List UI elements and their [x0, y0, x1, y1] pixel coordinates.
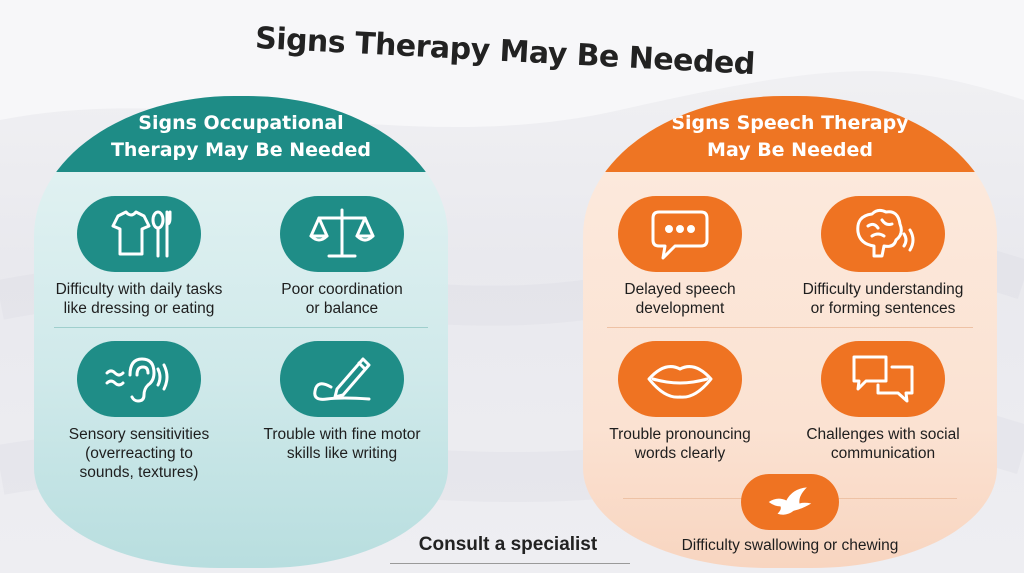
st-item-label: Delayed speech development — [624, 281, 736, 317]
occupational-header: Signs Occupational Therapy May Be Needed — [34, 96, 448, 172]
speech-header: Signs Speech Therapy May Be Needed — [583, 96, 997, 172]
consult-underline — [390, 563, 630, 564]
ot-item-sensory: Sensory sensitivities (overreacting to s… — [39, 341, 239, 482]
occupational-header-line1: Signs Occupational — [138, 112, 344, 134]
st-item-social: Challenges with social communication — [783, 341, 983, 463]
scale-icon — [280, 196, 404, 272]
st-item-understanding: Difficulty understanding or forming sent… — [783, 196, 983, 318]
ot-item-label: Trouble with fine motor skills like writ… — [263, 426, 421, 462]
st-item-pronouncing: Trouble pronouncing words clearly — [583, 341, 780, 463]
ot-item-coordination: Poor coordination or balance — [242, 196, 442, 318]
st-item-label: Difficulty swallowing or chewing — [681, 537, 899, 554]
speech-header-line2: May Be Needed — [707, 139, 873, 161]
pencil-icon — [280, 341, 404, 417]
speech-header-line1: Signs Speech Therapy — [671, 112, 909, 134]
bird-icon — [741, 474, 839, 530]
brain-icon — [821, 196, 945, 272]
ot-item-daily-tasks: Difficulty with daily tasks like dressin… — [39, 196, 239, 318]
st-divider — [607, 327, 973, 328]
consult-specialist-text: Consult a specialist — [418, 534, 598, 555]
st-item-label: Trouble pronouncing words clearly — [609, 426, 751, 462]
ot-item-label: Difficulty with daily tasks like dressin… — [55, 281, 223, 317]
speech-therapy-panel: Signs Speech Therapy May Be Needed Delay… — [583, 96, 997, 568]
st-item-delayed-speech: Delayed speech development — [583, 196, 780, 318]
lips-icon — [618, 341, 742, 417]
shirt-spoon-icon — [77, 196, 201, 272]
ot-divider — [54, 327, 428, 328]
ot-item-label: Poor coordination or balance — [281, 281, 403, 317]
chat-bubbles-icon — [821, 341, 945, 417]
occupational-header-line2: Therapy May Be Needed — [110, 139, 372, 161]
ear-icon — [77, 341, 201, 417]
st-item-swallowing: Difficulty swallowing or chewing — [630, 474, 950, 555]
speech-bubble-icon — [618, 196, 742, 272]
st-item-label: Difficulty understanding or forming sent… — [802, 281, 964, 317]
occupational-therapy-panel: Signs Occupational Therapy May Be Needed… — [34, 96, 448, 568]
ot-item-fine-motor: Trouble with fine motor skills like writ… — [242, 341, 442, 463]
ot-item-label: Sensory sensitivities (overreacting to s… — [68, 426, 210, 481]
st-item-label: Challenges with social communication — [806, 426, 960, 462]
